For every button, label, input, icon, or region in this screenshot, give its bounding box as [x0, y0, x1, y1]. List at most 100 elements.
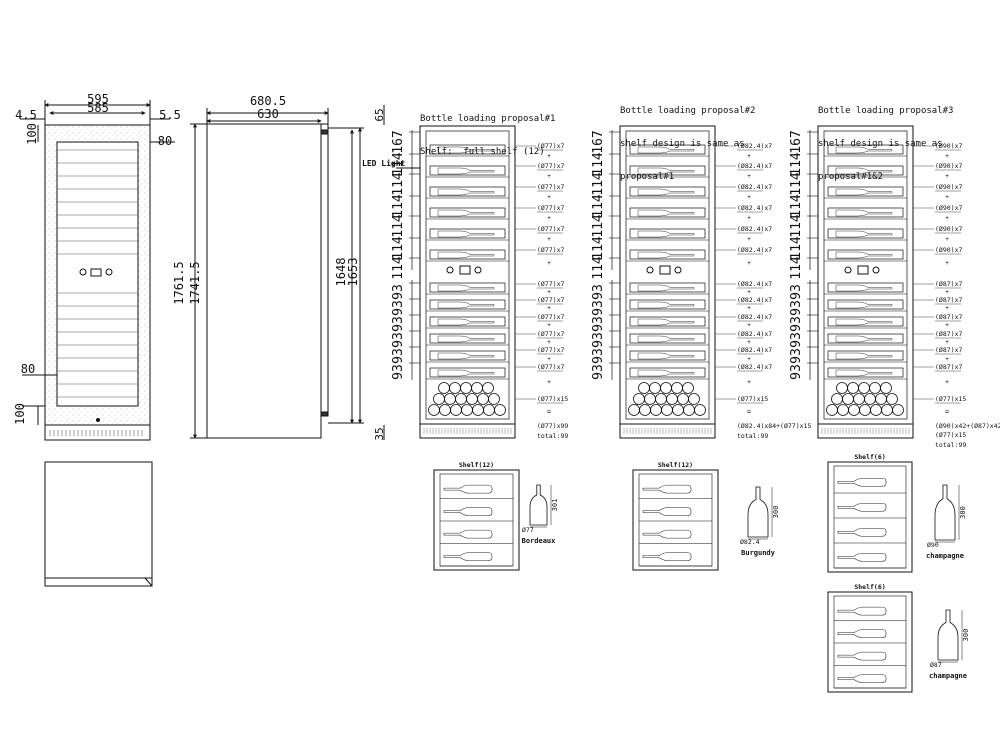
spacing-upper-label: 114 — [391, 236, 406, 260]
bottle-height-label: 301 — [551, 499, 559, 512]
shelf — [629, 299, 706, 310]
control-panel — [857, 265, 869, 275]
spacing-upper-label: 114 — [591, 152, 606, 176]
shelf-detail-box — [433, 469, 520, 571]
row-capacity-label: (Ø90)x7 — [935, 142, 962, 150]
row-capacity-label: (Ø77)x7 — [537, 246, 564, 254]
bottle-end — [836, 382, 848, 394]
bottle-profile — [837, 629, 887, 638]
plus-sign: + — [747, 339, 751, 346]
bottle-shape — [437, 369, 495, 377]
bottle-end — [649, 382, 661, 394]
spacing-upper-label: 114 — [391, 172, 406, 196]
bottle-shape — [437, 188, 495, 196]
bottle-height-label: 300 — [962, 629, 970, 642]
bottle-diameter-label: Ø77 — [522, 526, 534, 534]
row-capacity-label: (Ø77)x7 — [537, 330, 564, 338]
front-vent-slots — [49, 430, 143, 436]
proposal2-heading: Bottle loading proposal#2 shelf design i… — [620, 84, 755, 194]
spacing-lower-label: 93 — [789, 364, 804, 380]
bottle-shape — [437, 251, 495, 259]
bottle-end — [444, 393, 456, 405]
row-capacity-label: (Ø82.4)x7 — [737, 296, 772, 304]
row-capacity-label: (Ø87)x7 — [935, 330, 962, 338]
shelf — [429, 186, 506, 197]
shelf — [429, 165, 506, 176]
plus-sign: + — [747, 289, 751, 296]
plus-sign: + — [747, 379, 751, 386]
spacing-upper-label: 114 — [789, 152, 804, 176]
cabinet-base — [817, 423, 914, 439]
sum-label: (Ø82.4)x84+(Ø77)x15 — [737, 422, 811, 430]
dim-depth-inner: 630 — [257, 107, 279, 121]
top-view — [44, 461, 153, 587]
sum-label: (Ø90)x42+(Ø87)x42+ — [935, 422, 1000, 430]
plus-sign: + — [747, 215, 751, 222]
plus-sign: + — [945, 194, 949, 201]
row-capacity-label: (Ø82.4)x7 — [737, 313, 772, 321]
plus-sign: + — [747, 194, 751, 201]
plus-sign: + — [547, 194, 551, 201]
bottle-shape — [835, 335, 893, 343]
bottle-shape — [835, 369, 893, 377]
spacing-lower-label: 93 — [789, 348, 804, 364]
bottle-shape — [437, 301, 495, 309]
shelf — [629, 144, 706, 155]
spacing-lower-label: 93 — [391, 332, 406, 348]
shelf-detail-box — [827, 591, 913, 693]
bottle-side-view — [747, 486, 769, 538]
spacing-upper-label: 114 — [591, 214, 606, 238]
shelf — [429, 228, 506, 239]
bottle-end — [449, 382, 461, 394]
row-capacity-label: (Ø77)x7 — [537, 225, 564, 233]
bottle-shape — [637, 209, 695, 217]
bottle-shape — [637, 146, 695, 154]
bottle-end — [848, 404, 860, 416]
proposal2-cabinet: 167114114114114114114939393939393(Ø82.4)… — [591, 125, 811, 440]
spacing-upper-label: 167 — [591, 130, 606, 153]
bottle-shape — [637, 352, 695, 360]
cabinet-inner — [425, 130, 510, 420]
bottle-end — [494, 404, 506, 416]
shelf — [429, 350, 506, 361]
bottle-shape — [437, 230, 495, 238]
bottle-shape — [835, 188, 893, 196]
bottle-diameter-label: Ø82.4 — [740, 538, 760, 546]
plus-sign: + — [547, 236, 551, 243]
dim-bottom-gap: 35 — [373, 427, 386, 440]
proposal1-title: Bottle loading proposal#1 — [420, 114, 556, 124]
front-shelf-lines — [57, 149, 138, 398]
spacing-lower-label: 93 — [391, 300, 406, 316]
bottle-profile — [837, 552, 887, 562]
bottle-name-label: Bordeaux — [522, 537, 557, 545]
control-knob — [446, 266, 454, 274]
row-capacity-label: (Ø87)x7 — [935, 363, 962, 371]
bottle-end — [683, 404, 695, 416]
bottle-shape — [835, 284, 893, 292]
control-knob — [844, 266, 852, 274]
bottle-shape — [637, 251, 695, 259]
shelf — [429, 316, 506, 327]
proposal3-line2: shelf design is same as — [818, 139, 943, 149]
shelf-detail-inner — [439, 473, 514, 567]
bottle-shape — [835, 230, 893, 238]
spacing-lower-label: 93 — [391, 316, 406, 332]
bottle-name-label: Burgundy — [741, 549, 776, 557]
cabinet-inner — [625, 130, 710, 420]
spacing-upper-label: 114 — [789, 172, 804, 196]
bottle-name-label: champagne — [926, 552, 964, 560]
bottle-end — [688, 393, 700, 405]
total-label: total:99 — [537, 432, 568, 440]
row-capacity-label: (Ø77)x15 — [935, 395, 966, 403]
bottle-profile — [443, 507, 493, 516]
dim-height-total: 1761.5 — [172, 261, 186, 304]
spacing-upper-label: 114 — [591, 172, 606, 196]
spacing-lower-label: 93 — [591, 284, 606, 300]
row-capacity-label: (Ø82.4)x7 — [737, 330, 772, 338]
bottle-profile — [837, 674, 887, 683]
row-capacity-label: (Ø90)x7 — [935, 225, 962, 233]
shelf — [429, 367, 506, 378]
